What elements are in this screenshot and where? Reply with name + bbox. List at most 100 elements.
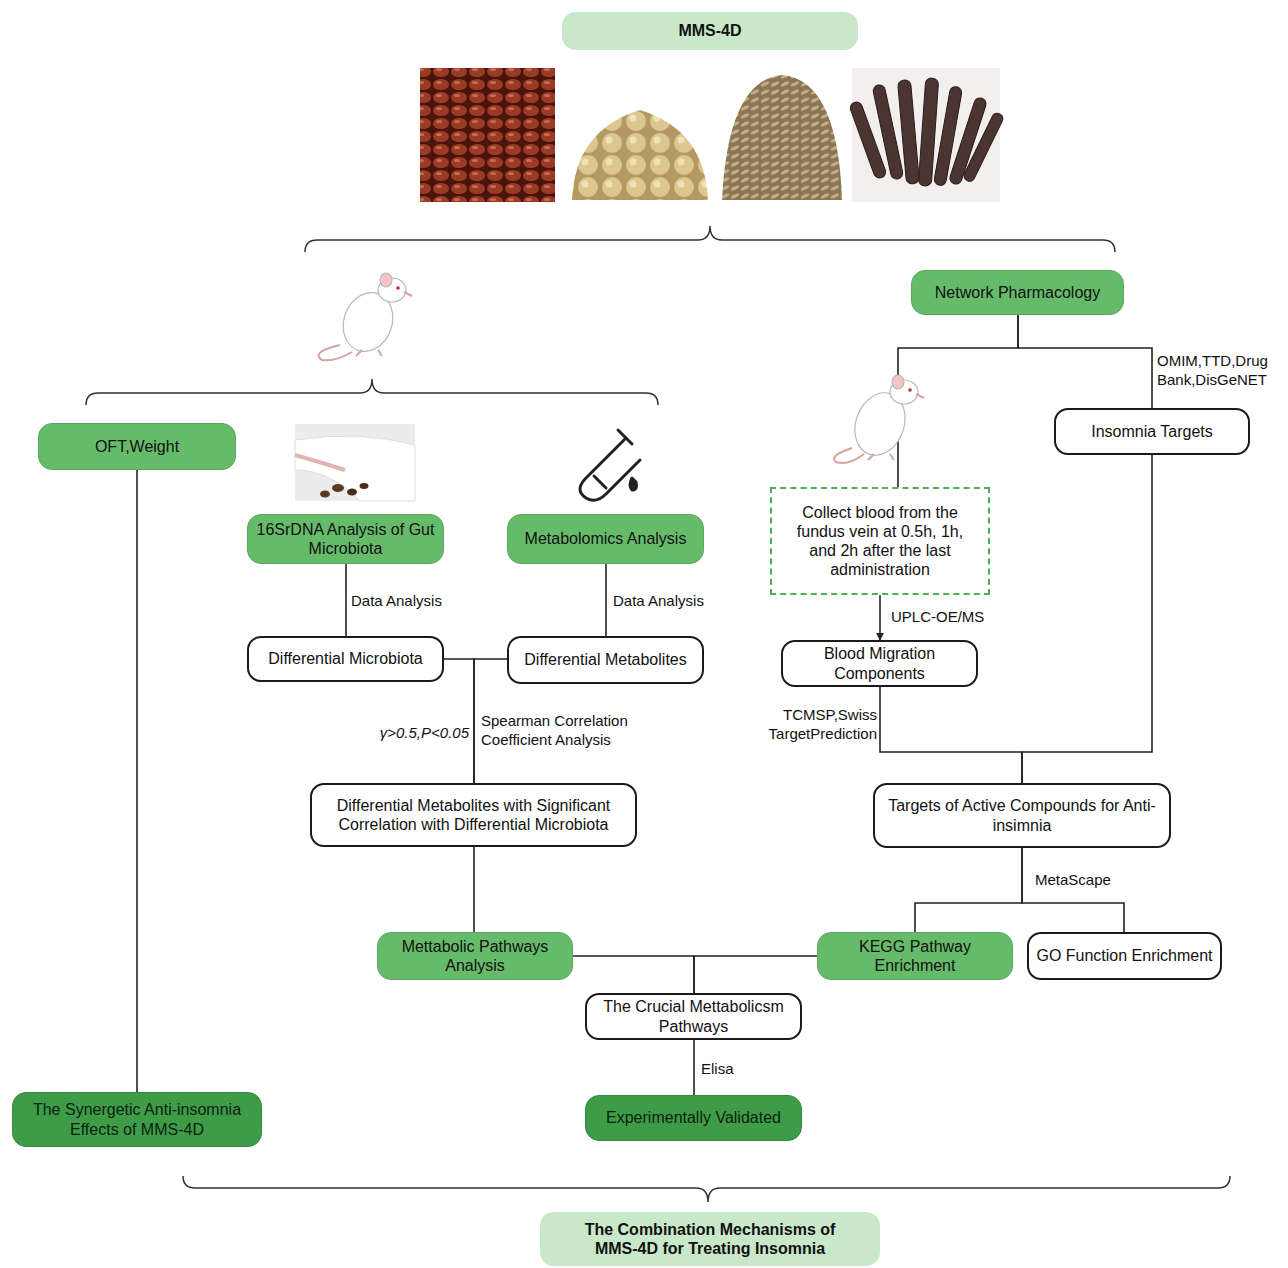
test-tube-icon-part [630,478,637,490]
connector-line [1018,315,1152,408]
edge-label: Elisa [700,1060,772,1079]
node-text: Blood Migration Components [789,644,970,682]
rat-illustration [319,273,412,360]
rat-illustration-part [834,448,864,463]
process-box: Metabolomics Analysis [507,514,704,564]
node-text: OFT,Weight [95,437,179,456]
connector-line [605,564,607,636]
edge-label: UPLC-OE/MS [890,608,1012,627]
herb-photo-cumin-part [722,75,842,200]
rat-illustration-part [404,292,412,296]
node-text: Targets of Active Compounds for Anti-ins… [881,796,1163,834]
connector-line [136,470,138,1092]
herb-photo-seeds-part [420,68,555,202]
herb-photo-cardamom [565,68,712,202]
result-box: The Synergetic Anti-insomnia Effects of … [12,1092,262,1147]
node-text: Metabolomics Analysis [525,529,687,548]
process-box: Differential Metabolites with Significan… [310,783,637,847]
herb-photo-cardamom-part [572,110,708,200]
rat-illustration-part [892,375,904,389]
connector-line [898,315,1018,487]
herb-photo-long-pepper-part-part [897,80,919,185]
process-box: Mettabolic Pathways Analysis [377,932,573,980]
node-text: Insomnia Targets [1091,422,1213,441]
edge-label: γ>0.5,P<0.05 [346,724,470,743]
herb-photo-cumin-part [720,68,843,202]
node-text: Collect blood from the fundus vein at 0.… [782,503,978,580]
process-box: Network Pharmacology [911,270,1124,315]
rat-illustration-part [908,388,912,392]
process-box: 16SrDNA Analysis of Gut Microbiota [247,514,444,564]
brace-bottom-part [183,1176,1230,1202]
node-text: GO Function Enrichment [1036,946,1212,965]
node-text: The Combination Mechanisms of MMS-4D for… [580,1220,840,1258]
rat-illustration-part [916,394,924,398]
brace-bottom [183,1176,1230,1202]
feces-photo-part [360,483,369,489]
feces-photo-part [295,424,415,501]
conclusion-pill: The Combination Mechanisms of MMS-4D for… [540,1212,880,1266]
node-text: Mettabolic Pathways Analysis [386,937,564,975]
connector-line [573,956,694,993]
test-tube-icon-part [580,438,640,500]
connector-line [444,659,474,783]
feces-photo-part [295,455,345,470]
process-box: Differential Microbiota [247,636,444,682]
edge-label: Data Analysis [612,592,734,611]
connector-line [880,687,1022,783]
test-tube-icon-part [594,476,606,488]
note-box: Collect blood from the fundus vein at 0.… [770,487,990,595]
brace-top-part [305,226,1115,252]
rat-illustration [834,375,924,463]
rat-illustration-part [380,273,392,287]
feces-photo-part [320,491,330,498]
process-box: Differential Metabolites [507,636,704,684]
rat-illustration-part [319,345,352,360]
result-box: Experimentally Validated [585,1095,802,1141]
brace-left-part [86,379,658,405]
node-text: MMS-4D [678,21,741,40]
node-text: Differential Microbiota [268,649,422,668]
node-text: The Crucial Mettabolicsm Pathways [593,997,794,1035]
edge-label: Data Analysis [350,592,472,611]
node-text: Network Pharmacology [935,283,1100,302]
herb-photo-cardamom-part [565,68,712,202]
edge-label: Spearman Correlation Coefficient Analysi… [480,712,660,750]
edge-label: TCMSP,Swiss TargetPrediction [748,706,878,744]
feces-photo-part [347,489,357,496]
process-box: Blood Migration Components [781,640,978,687]
node-text: The Synergetic Anti-insomnia Effects of … [21,1100,253,1138]
node-text: Experimentally Validated [606,1108,781,1127]
process-box: The Crucial Mettabolicsm Pathways [585,993,802,1040]
process-box: Insomnia Targets [1054,408,1250,455]
herb-photo-long-pepper-part-part [962,112,1004,183]
connector-line [915,848,1022,932]
feces-photo-part [295,436,415,501]
title-pill: MMS-4D [562,12,858,50]
test-tube-icon [580,430,640,500]
edge-label: OMIM,TTD,Drug Bank,DisGeNET [1156,352,1286,390]
node-text: KEGG Pathway Enrichment [826,937,1004,975]
herb-photo-long-pepper [849,68,1005,202]
brace-left [86,379,658,405]
node-text: Differential Metabolites [524,650,686,669]
herb-photo-long-pepper-part [852,68,1000,202]
herb-photo-long-pepper-part [849,78,1005,187]
connector-line [345,564,347,636]
feces-photo [295,424,415,501]
rat-illustration-part [868,454,894,460]
process-box: GO Function Enrichment [1027,932,1222,980]
connector-line [1022,455,1152,783]
herb-photo-seeds [420,68,555,202]
herb-photo-cumin [720,68,843,202]
connector-line [693,1040,695,1095]
connector-line [694,956,817,993]
rat-illustration-part [396,286,400,290]
connector-line [1022,848,1124,932]
brace-top [305,226,1115,252]
edge-label: MetaScape [1034,871,1146,890]
process-box: OFT,Weight [38,423,236,470]
rat-illustration-part [356,350,382,356]
